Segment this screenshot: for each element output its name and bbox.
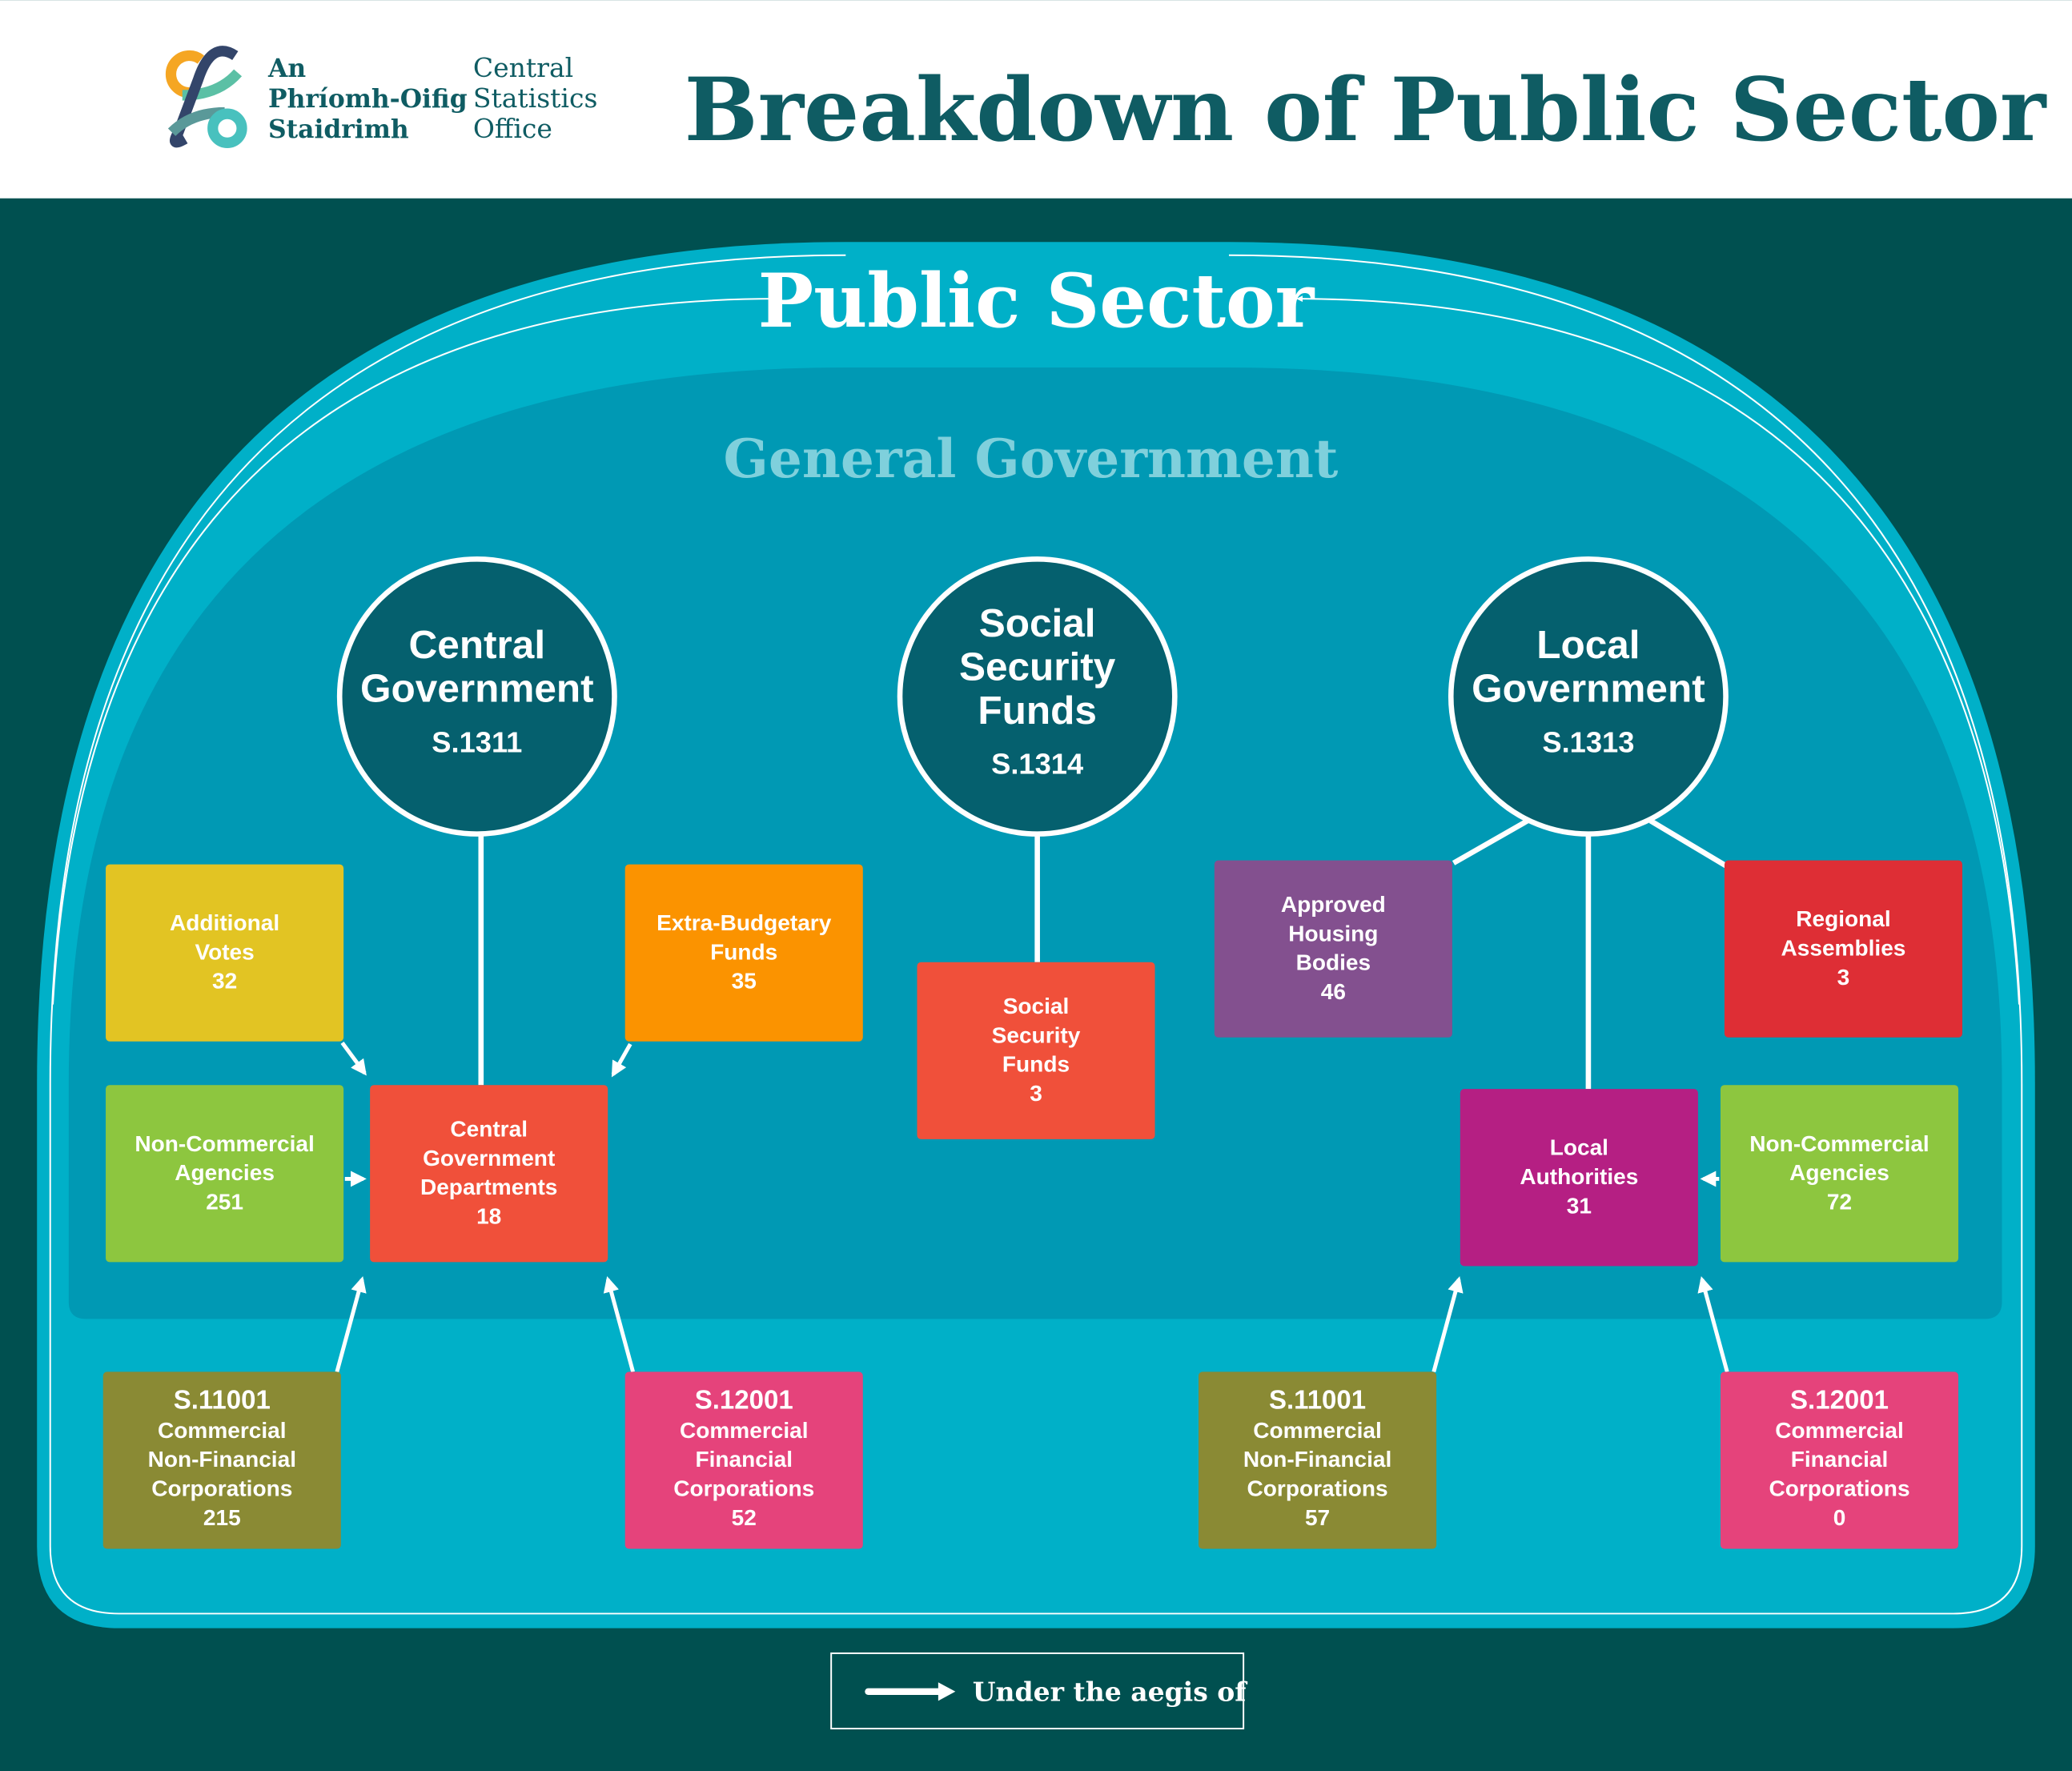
box-shape bbox=[370, 1085, 608, 1263]
box-shape bbox=[1720, 1085, 1959, 1263]
public-sector-outline bbox=[49, 254, 2023, 1615]
box-count: 18 bbox=[476, 1204, 501, 1229]
box-count: 72 bbox=[1827, 1189, 1852, 1214]
circle-code: S.1314 bbox=[991, 748, 1083, 781]
page-title: Breakdown of Public Sector bbox=[685, 58, 2047, 161]
box-count: 46 bbox=[1321, 979, 1346, 1004]
legend-arrowhead-icon bbox=[938, 1682, 956, 1701]
box-shape bbox=[106, 1085, 344, 1263]
box-count: 215 bbox=[203, 1505, 241, 1530]
public-sector-label: Public Sector bbox=[758, 257, 1315, 344]
public-sector-arrow-left bbox=[52, 295, 779, 1005]
box-shape bbox=[1199, 1371, 1437, 1549]
circle-code: S.1311 bbox=[432, 725, 522, 758]
box-shape bbox=[1460, 1089, 1698, 1267]
legend-label: Under the aegis of bbox=[973, 1676, 1248, 1707]
circle-shape bbox=[897, 556, 1178, 837]
box-count: 52 bbox=[732, 1505, 757, 1530]
box-count: 0 bbox=[1833, 1505, 1846, 1530]
box-count: 31 bbox=[1567, 1193, 1592, 1218]
box-shape bbox=[102, 1371, 341, 1549]
box-count: 35 bbox=[732, 969, 757, 994]
circle-shape bbox=[1448, 556, 1729, 837]
logo-irish-text: An Phríomh-Oifig Staidrimh bbox=[267, 54, 476, 144]
box-count: 32 bbox=[212, 969, 237, 994]
public-sector-arrow-right bbox=[1296, 295, 2020, 1005]
legend: Under the aegis of bbox=[830, 1652, 1248, 1730]
box-shape bbox=[106, 864, 344, 1042]
box-shape bbox=[624, 864, 863, 1042]
general-government-label: General Government bbox=[723, 428, 1338, 490]
box-shape bbox=[624, 1371, 863, 1549]
box-count: 3 bbox=[1030, 1081, 1042, 1106]
header-bar bbox=[0, 0, 2072, 199]
circle-shape bbox=[336, 556, 617, 837]
box-shape bbox=[1720, 1371, 1959, 1549]
circle-code: S.1313 bbox=[1542, 725, 1634, 758]
box-shape bbox=[917, 962, 1155, 1139]
box-count: 3 bbox=[1837, 965, 1850, 990]
box-shape bbox=[1724, 860, 1963, 1038]
logo-mark-icon bbox=[165, 46, 247, 149]
box-count: 57 bbox=[1305, 1505, 1330, 1530]
box-shape bbox=[1214, 860, 1452, 1038]
connectors bbox=[478, 818, 1728, 1090]
aegis-arrows bbox=[335, 1041, 1729, 1373]
logo-english-text: Central Statistics Office bbox=[473, 52, 606, 144]
cso-logo: An Phríomh-Oifig Staidrimh Central Stati… bbox=[165, 46, 606, 149]
box-count: 251 bbox=[206, 1189, 243, 1214]
